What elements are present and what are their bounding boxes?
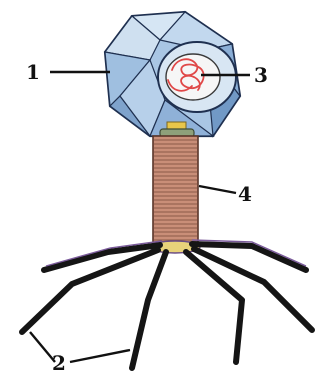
label-tail-fibers: 2 <box>52 351 66 374</box>
tail-fibers <box>22 244 312 368</box>
leader-line-4 <box>199 186 236 193</box>
tail-fiber <box>132 252 166 368</box>
leader-line-2b <box>70 350 130 362</box>
label-capsid: 1 <box>26 60 40 84</box>
tail-sheath <box>153 136 198 243</box>
tail-fiber <box>22 250 158 332</box>
label-nucleic-acid: 3 <box>254 63 268 87</box>
label-tail-sheath: 4 <box>238 182 252 206</box>
